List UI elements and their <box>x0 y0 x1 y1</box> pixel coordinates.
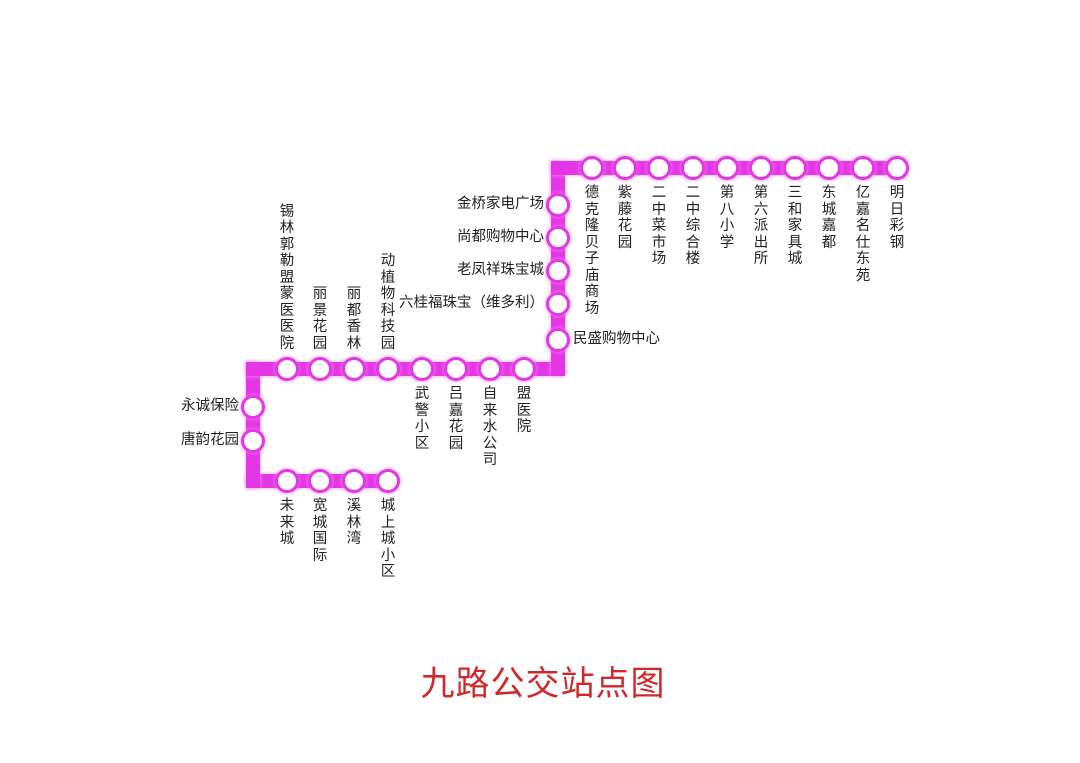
station-label: 第八小学 <box>719 185 735 251</box>
station-label: 金桥家电广场 <box>457 196 544 212</box>
station-label: 溪林湾 <box>346 498 362 547</box>
route-segment <box>246 362 260 488</box>
station-label: 城上城小区 <box>380 498 396 580</box>
station-marker[interactable] <box>546 226 570 250</box>
station-marker[interactable] <box>783 156 807 180</box>
station-marker[interactable] <box>546 193 570 217</box>
map-title: 九路公交站点图 <box>420 664 666 704</box>
station-marker[interactable] <box>715 156 739 180</box>
station-marker[interactable] <box>275 469 299 493</box>
station-marker[interactable] <box>851 156 875 180</box>
station-marker[interactable] <box>376 357 400 381</box>
station-label: 六桂福珠宝（维多利） <box>399 295 544 311</box>
station-label: 唐韵花园 <box>181 432 239 448</box>
station-label: 三和家具城 <box>787 185 803 267</box>
station-label: 宽城国际 <box>312 498 328 564</box>
station-marker[interactable] <box>342 469 366 493</box>
station-marker[interactable] <box>275 357 299 381</box>
station-marker[interactable] <box>580 156 604 180</box>
station-label: 未来城 <box>279 498 295 547</box>
station-label: 自来水公司 <box>482 386 498 468</box>
station-marker[interactable] <box>885 156 909 180</box>
station-marker[interactable] <box>647 156 671 180</box>
station-marker[interactable] <box>512 357 536 381</box>
station-marker[interactable] <box>478 357 502 381</box>
station-marker[interactable] <box>546 328 570 352</box>
station-label: 永诚保险 <box>181 398 239 414</box>
station-label: 亿嘉名仕东苑 <box>855 185 871 284</box>
station-label: 武警小区 <box>414 386 430 452</box>
station-label: 二中综合楼 <box>685 185 701 267</box>
station-label: 第六派出所 <box>753 185 769 267</box>
station-label: 丽都香林 <box>346 286 362 352</box>
station-label: 丽景花园 <box>312 286 328 352</box>
station-label: 二中菜市场 <box>651 185 667 267</box>
station-marker[interactable] <box>749 156 773 180</box>
station-label: 德克隆贝子庙商场 <box>584 185 600 317</box>
station-marker[interactable] <box>241 395 265 419</box>
station-label: 锡林郭勒盟蒙医医院 <box>279 203 295 352</box>
station-marker[interactable] <box>546 259 570 283</box>
station-marker[interactable] <box>546 292 570 316</box>
station-label: 盟医院 <box>516 386 532 435</box>
station-label: 紫藤花园 <box>617 185 633 251</box>
station-label: 动植物科技园 <box>380 253 396 352</box>
station-marker[interactable] <box>444 357 468 381</box>
station-label: 尚都购物中心 <box>457 229 544 245</box>
station-marker[interactable] <box>308 469 332 493</box>
station-label: 老凤祥珠宝城 <box>457 262 544 278</box>
station-marker[interactable] <box>613 156 637 180</box>
station-marker[interactable] <box>681 156 705 180</box>
station-marker[interactable] <box>376 469 400 493</box>
station-marker[interactable] <box>342 357 366 381</box>
station-marker[interactable] <box>308 357 332 381</box>
station-label: 明日彩钢 <box>889 185 905 251</box>
station-label: 民盛购物中心 <box>573 331 660 347</box>
station-marker[interactable] <box>241 429 265 453</box>
station-marker[interactable] <box>817 156 841 180</box>
station-label: 吕嘉花园 <box>448 386 464 452</box>
station-label: 东城嘉都 <box>821 185 837 251</box>
station-marker[interactable] <box>410 357 434 381</box>
